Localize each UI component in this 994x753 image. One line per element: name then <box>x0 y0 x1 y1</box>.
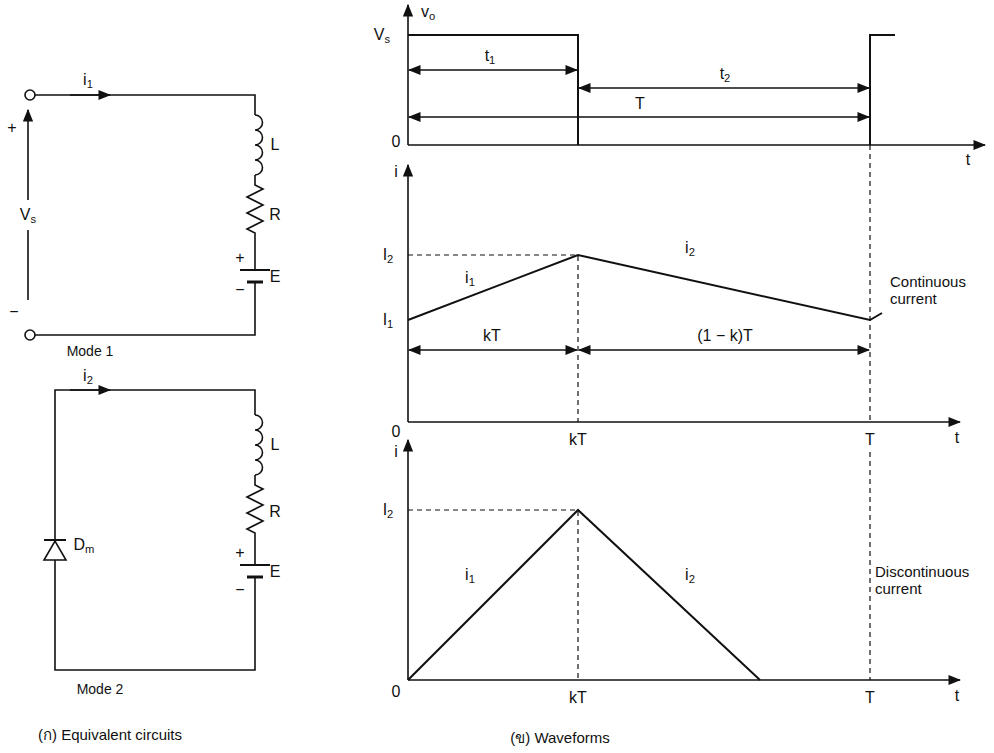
wire <box>55 560 255 670</box>
time-label: T <box>865 689 875 707</box>
diode-symbol <box>44 541 66 560</box>
polarity-mark: − <box>9 303 18 321</box>
mode-note: Continuous current <box>890 274 980 307</box>
dimension-arrow <box>409 349 577 351</box>
component-label: L <box>271 436 280 454</box>
axis <box>407 165 409 422</box>
current-label: i2 <box>83 367 93 385</box>
component-label: R <box>269 503 281 521</box>
polarity-mark: + <box>235 249 244 267</box>
dashed-guide <box>408 255 578 422</box>
diode-symbol <box>44 539 66 541</box>
interval-label: kT <box>483 327 501 345</box>
axis <box>408 679 960 681</box>
mode-note: Discontinuous current <box>875 564 975 597</box>
dashed-guide <box>408 510 578 680</box>
interval-label: (1 − k)T <box>697 327 753 345</box>
current-label: i2 <box>685 566 695 584</box>
level-label: I2 <box>383 246 394 264</box>
axis-label: t <box>955 429 959 447</box>
mode-label: Mode 2 <box>77 682 124 697</box>
current-waveform <box>408 510 760 680</box>
dimension-arrow <box>409 69 577 71</box>
panel-caption: (ข) Waveforms <box>510 730 609 747</box>
wire <box>35 95 255 115</box>
level-label: I2 <box>383 501 394 519</box>
inductor-symbol <box>255 415 263 475</box>
axis-label: i <box>394 163 398 181</box>
polarity-mark: + <box>7 119 16 137</box>
origin-label: 0 <box>392 423 401 441</box>
component-label: E <box>270 563 281 581</box>
current-label: i1 <box>465 566 475 584</box>
axis-label: vo <box>421 3 435 21</box>
axis-label: i <box>394 443 398 461</box>
wire <box>55 390 255 540</box>
terminal <box>25 330 35 340</box>
dimension-arrow <box>409 116 869 118</box>
axis-label: t <box>955 687 959 705</box>
component-label: E <box>270 268 281 286</box>
resistor-symbol <box>247 475 263 565</box>
battery-symbol <box>240 564 270 566</box>
axis <box>407 440 409 680</box>
dimension-arrow <box>579 87 869 89</box>
resistor-symbol <box>247 175 263 270</box>
axis-label: t <box>966 151 970 169</box>
current-label: i2 <box>685 239 695 257</box>
voltage-arrow <box>27 230 29 300</box>
axis <box>408 421 960 423</box>
time-label: kT <box>569 431 587 449</box>
current-waveform <box>408 255 882 320</box>
polarity-mark: − <box>235 581 244 599</box>
panel-caption: (ก) Equivalent circuits <box>38 727 182 744</box>
battery-symbol <box>240 269 270 271</box>
axis <box>408 144 985 146</box>
current-arrow <box>70 389 110 391</box>
interval-label: T <box>635 95 645 113</box>
level-label: Vs <box>374 26 390 44</box>
terminal <box>25 90 35 100</box>
polarity-mark: + <box>235 544 244 562</box>
current-arrow <box>70 94 110 96</box>
component-label: L <box>271 136 280 154</box>
voltage-label: Vs <box>20 206 36 224</box>
time-label: kT <box>569 689 587 707</box>
inductor-symbol <box>255 115 263 175</box>
wire <box>35 282 255 335</box>
level-label: I1 <box>383 311 394 329</box>
axis <box>407 5 409 145</box>
polarity-mark: − <box>235 281 244 299</box>
mode-label: Mode 1 <box>67 344 114 359</box>
voltage-arrow <box>27 110 29 200</box>
interval-label: t2 <box>720 65 731 83</box>
voltage-waveform <box>408 35 895 145</box>
current-label: i1 <box>83 71 93 89</box>
current-label: i1 <box>465 269 475 287</box>
dimension-arrow <box>579 349 869 351</box>
interval-label: t1 <box>485 47 496 65</box>
time-label: T <box>865 431 875 449</box>
dashed-guide <box>869 145 870 680</box>
component-label: Dm <box>74 536 95 554</box>
component-label: R <box>269 206 281 224</box>
origin-label: 0 <box>392 133 401 151</box>
origin-label: 0 <box>392 683 401 701</box>
